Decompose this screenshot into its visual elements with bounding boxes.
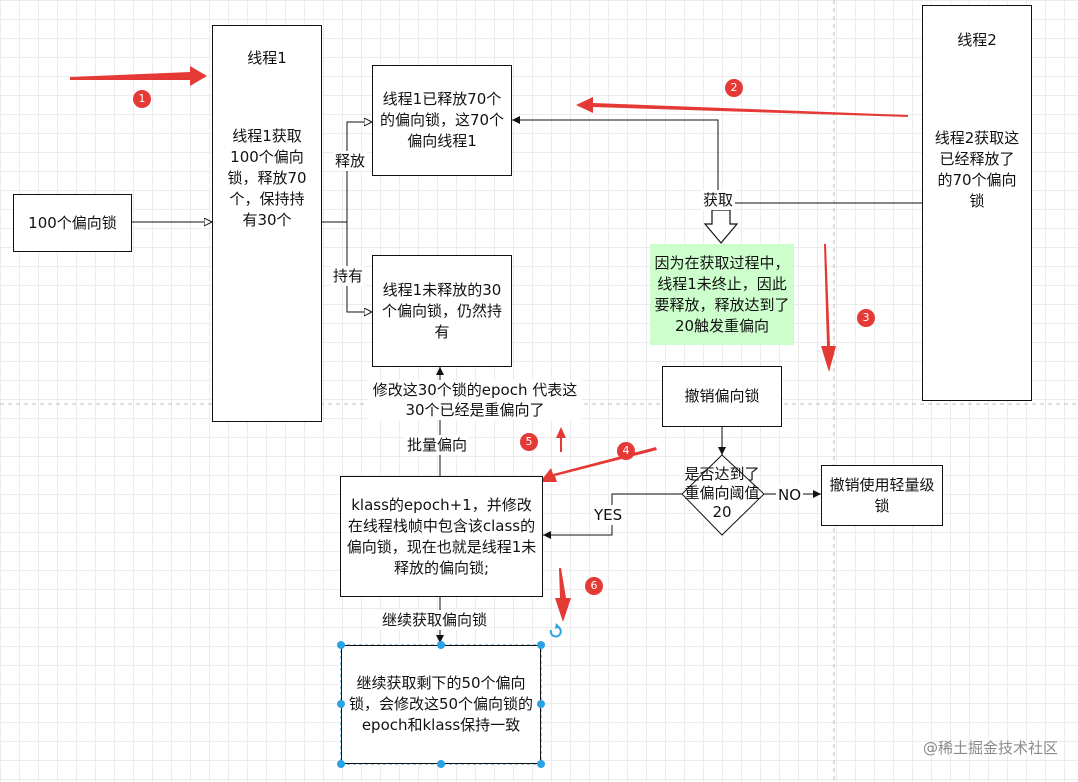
selection-handle[interactable] xyxy=(537,641,545,649)
continue-acquire-box[interactable]: 继续获取剩下的50个偏向锁，会修改这50个偏向锁的epoch和klass保持一致 xyxy=(341,645,541,764)
edge-thread2-acquire xyxy=(512,116,922,204)
red-arrow-3 xyxy=(821,244,836,372)
badge-2: 2 xyxy=(725,79,743,97)
badge-3: 3 xyxy=(857,309,875,327)
label-hold: 持有 xyxy=(331,266,366,286)
selection-handle[interactable] xyxy=(537,760,545,768)
locks-100-box[interactable]: 100个偏向锁 xyxy=(13,194,132,252)
decision-diamond[interactable] xyxy=(681,454,765,536)
lightweight-lock-box[interactable]: 撤销使用轻量级锁 xyxy=(821,465,943,526)
red-arrow-4 xyxy=(540,447,657,482)
rotate-handle-icon[interactable] xyxy=(549,626,562,638)
selection-handle[interactable] xyxy=(337,760,345,768)
rebias-trigger-note: 因为在获取过程中，线程1未终止，因此要释放，释放达到了20触发重偏向 xyxy=(650,244,794,345)
label-acquire: 获取 xyxy=(701,190,736,210)
badge-4: 4 xyxy=(617,442,635,460)
red-arrow-5 xyxy=(556,427,566,452)
thread1-box[interactable]: 线程1 线程1获取100个偏向锁，释放70个，保持持有30个 xyxy=(212,25,322,422)
thread2-box[interactable]: 线程2 线程2获取这已经释放了的70个偏向锁 xyxy=(922,5,1032,401)
label-yes: YES xyxy=(592,505,625,525)
label-no: NO xyxy=(776,485,804,505)
klass-epoch-box[interactable]: klass的epoch+1，并修改在线程栈帧中包含该class的偏向锁，现在也就… xyxy=(340,476,543,597)
edge-thread1-hold xyxy=(346,222,372,312)
held-locks-box[interactable]: 线程1未释放的30个偏向锁，仍然持有 xyxy=(372,255,512,367)
thread2-title: 线程2 xyxy=(957,31,997,49)
selection-handle[interactable] xyxy=(437,641,445,649)
selection-handle[interactable] xyxy=(337,641,345,649)
decision-label: 是否达到了重偏向阈值20 xyxy=(684,465,760,521)
watermark: @稀土掘金技术社区 xyxy=(922,739,1058,757)
red-arrow-6 xyxy=(555,568,571,622)
label-epoch-note: 修改这30个锁的epoch 代表这30个已经是重偏向了 xyxy=(368,380,582,420)
revoke-bias-box[interactable]: 撤销偏向锁 xyxy=(662,366,782,427)
edge-thread1-split xyxy=(322,122,372,223)
label-continue-acquire: 继续获取偏向锁 xyxy=(380,610,490,630)
selection-handle[interactable] xyxy=(337,700,345,708)
hollow-down-arrow xyxy=(703,209,739,244)
released-locks-box[interactable]: 线程1已释放70个的偏向锁，这70个偏向线程1 xyxy=(372,65,512,176)
red-arrow-1 xyxy=(70,66,207,86)
badge-6: 6 xyxy=(585,577,603,595)
label-release: 释放 xyxy=(333,151,368,171)
thread1-body: 线程1获取100个偏向锁，释放70个，保持持有30个 xyxy=(227,127,307,229)
selection-handle[interactable] xyxy=(537,700,545,708)
thread1-title: 线程1 xyxy=(247,49,287,67)
selection-handle[interactable] xyxy=(437,760,445,768)
thread2-body: 线程2获取这已经释放了的70个偏向锁 xyxy=(934,129,1020,210)
red-arrow-2 xyxy=(576,97,908,117)
badge-1: 1 xyxy=(133,90,151,108)
label-batch-rebias: 批量偏向 xyxy=(405,435,470,455)
badge-5: 5 xyxy=(520,433,538,451)
